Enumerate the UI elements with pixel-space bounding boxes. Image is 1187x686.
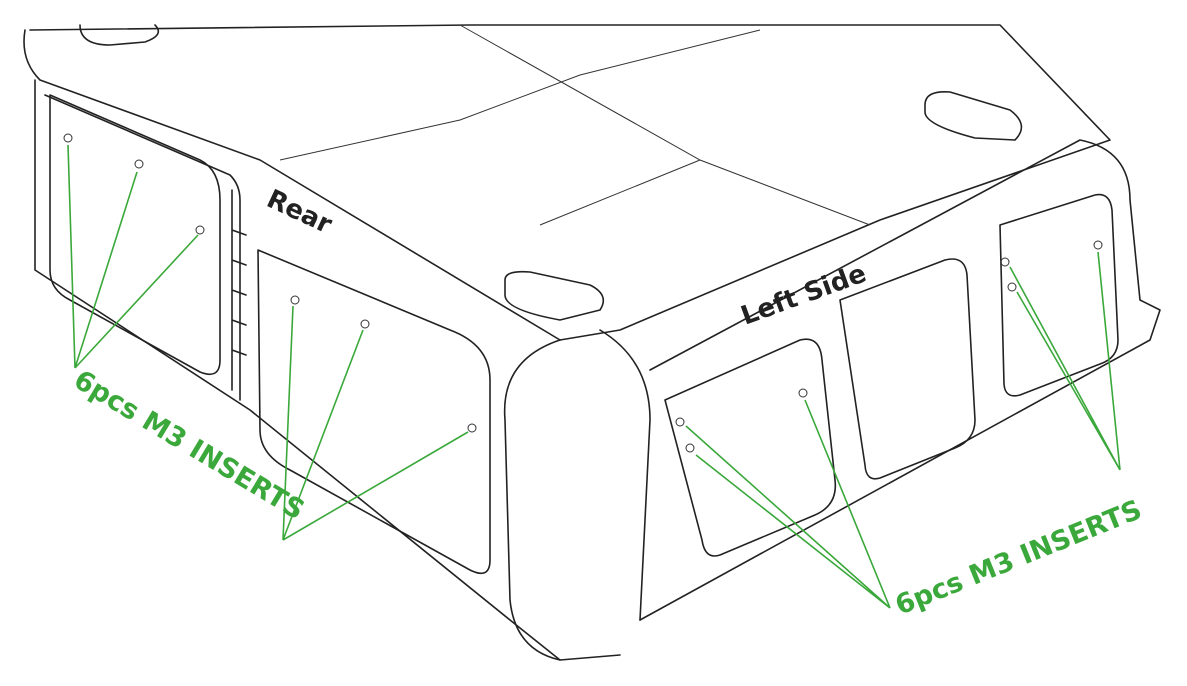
rear-inserts-label: 6pcs M3 INSERTS xyxy=(68,364,309,526)
left-side-label: Left Side xyxy=(737,259,870,332)
left-inserts-label: 6pcs M3 INSERTS xyxy=(891,494,1146,621)
enclosure-outline xyxy=(23,24,1161,661)
rear-label: Rear xyxy=(262,184,336,240)
insert-holes xyxy=(63,133,1103,453)
annotation-arrows xyxy=(67,144,1121,609)
